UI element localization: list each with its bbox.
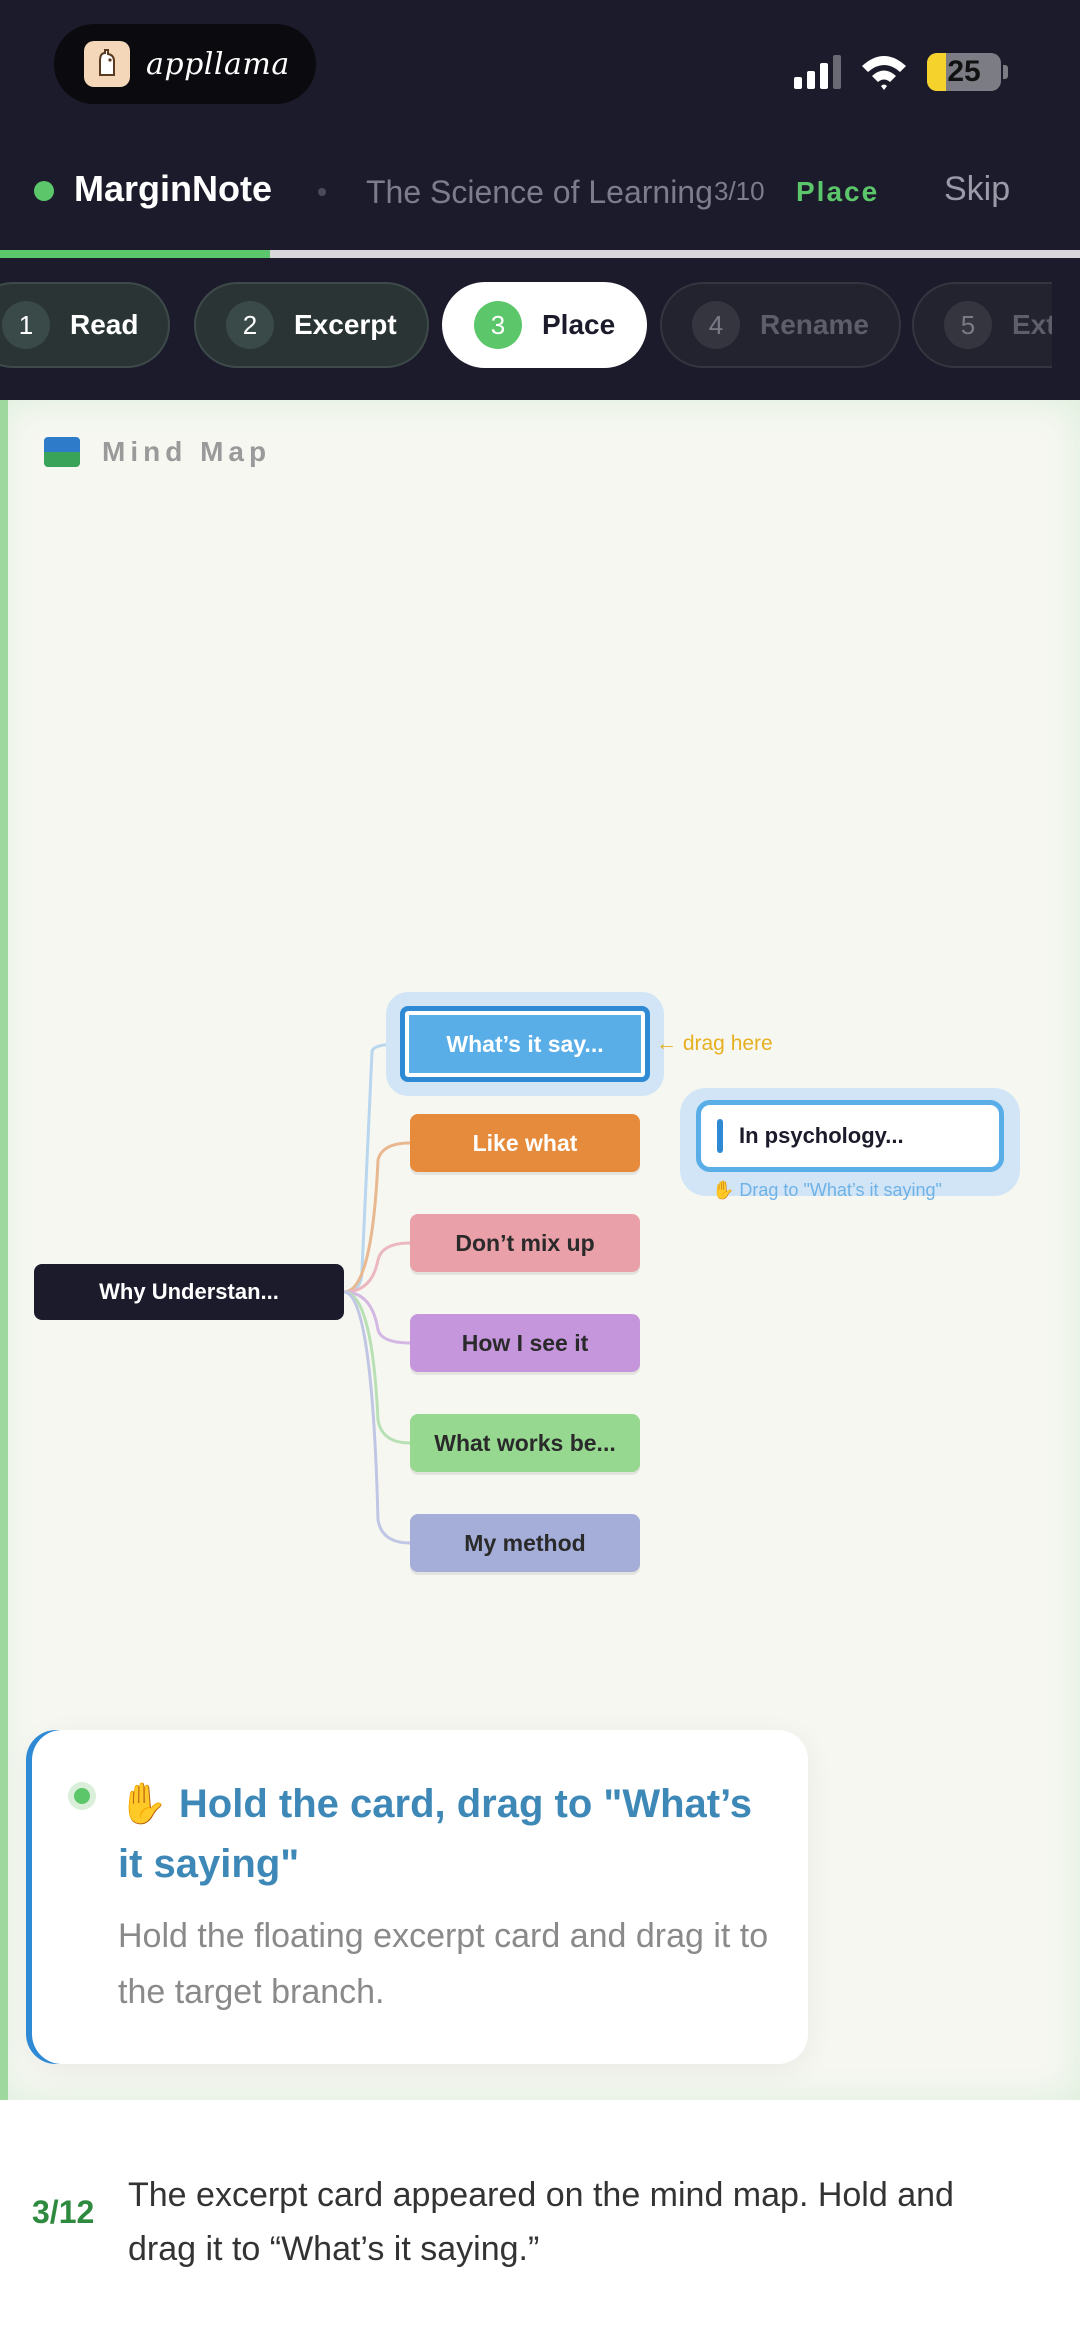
step-label: Read: [70, 309, 139, 340]
drag-here-hint: ← drag here: [656, 1032, 773, 1055]
title-bar: MarginNote The Science of Learning 3/10 …: [0, 150, 1080, 230]
brand-name: appllama: [146, 46, 290, 82]
battery-icon: 25: [927, 53, 1001, 91]
floating-excerpt-card[interactable]: In psychology...: [696, 1100, 1004, 1172]
step-number: 2: [226, 301, 274, 349]
card-accent-bar: [717, 1119, 723, 1153]
instruction-body: Hold the floating excerpt card and drag …: [118, 1917, 769, 2011]
caption-counter: 3/12: [32, 2194, 95, 2230]
caption-text: The excerpt card appeared on the mind ma…: [128, 2176, 954, 2268]
floating-card-hint: ✋ Drag to "What’s it saying": [712, 1180, 942, 1200]
separator-dot: [318, 188, 326, 196]
mind-map-canvas[interactable]: Mind Map Why Understan... What’s it say.…: [0, 400, 1080, 2100]
brand-pill: appllama: [54, 24, 316, 104]
app-status-dot: [34, 181, 54, 201]
step-chip-rename[interactable]: 4 Rename: [660, 282, 901, 368]
status-icons: 25: [794, 48, 1008, 96]
step-number: 1: [2, 301, 50, 349]
steps-row: 1 Read 2 Excerpt 3 Place 4 Rename 5 Exte…: [0, 280, 1052, 370]
step-chip-excerpt[interactable]: 2 Excerpt: [194, 282, 429, 368]
status-dot-icon: [68, 1782, 96, 1810]
step-label: Excerpt: [294, 309, 397, 340]
battery-level: 25: [947, 55, 981, 88]
branch-node-like-what[interactable]: Like what: [410, 1114, 640, 1172]
instruction-title: ✋ Hold the card, drag to "What’s it sayi…: [118, 1782, 752, 1886]
wifi-icon: [862, 56, 906, 90]
branch-node-dont-mix-up[interactable]: Don’t mix up: [410, 1214, 640, 1272]
step-chip-extend[interactable]: 5 Extend: [912, 282, 1052, 368]
skip-button[interactable]: Skip: [944, 170, 1011, 208]
tutorial-progress-bar: [0, 250, 1080, 258]
step-chip-read[interactable]: 1 Read: [0, 282, 171, 368]
top-header: appllama 25 MarginNote The Science of Le…: [0, 0, 1080, 400]
step-label: Place: [542, 309, 616, 340]
cellular-signal-icon: [794, 55, 841, 89]
progress-fill: [0, 250, 270, 258]
step-chip-place[interactable]: 3 Place: [442, 282, 648, 368]
branch-node-my-method[interactable]: My method: [410, 1514, 640, 1572]
step-number: 3: [474, 301, 522, 349]
caption-bar: 3/12 The excerpt card appeared on the mi…: [0, 2100, 1080, 2336]
canvas-edge-highlight: [0, 400, 8, 2100]
branch-node-what-works[interactable]: What works be...: [410, 1414, 640, 1472]
map-icon: [44, 437, 80, 467]
app-name: MarginNote: [74, 168, 272, 209]
branch-node-how-i-see-it[interactable]: How I see it: [410, 1314, 640, 1372]
step-number: 4: [692, 301, 740, 349]
branch-node-whats-it-saying[interactable]: What’s it say...: [400, 1006, 650, 1082]
excerpt-card-text: In psychology...: [739, 1123, 904, 1148]
instruction-card: ✋ Hold the card, drag to "What’s it sayi…: [32, 1730, 808, 2064]
current-step-name: Place: [796, 176, 880, 207]
mind-map-title: Mind Map: [102, 436, 272, 467]
book-title: The Science of Learning: [366, 174, 713, 210]
step-number: 5: [944, 301, 992, 349]
branch-connectors: [343, 1042, 411, 1545]
llama-logo-icon: [84, 41, 130, 87]
step-label: Rename: [760, 309, 869, 340]
mind-map-header: Mind Map: [44, 436, 271, 468]
step-counter: 3/10: [714, 176, 765, 206]
step-label: Extend: [1012, 309, 1052, 340]
root-node[interactable]: Why Understan...: [34, 1264, 344, 1320]
